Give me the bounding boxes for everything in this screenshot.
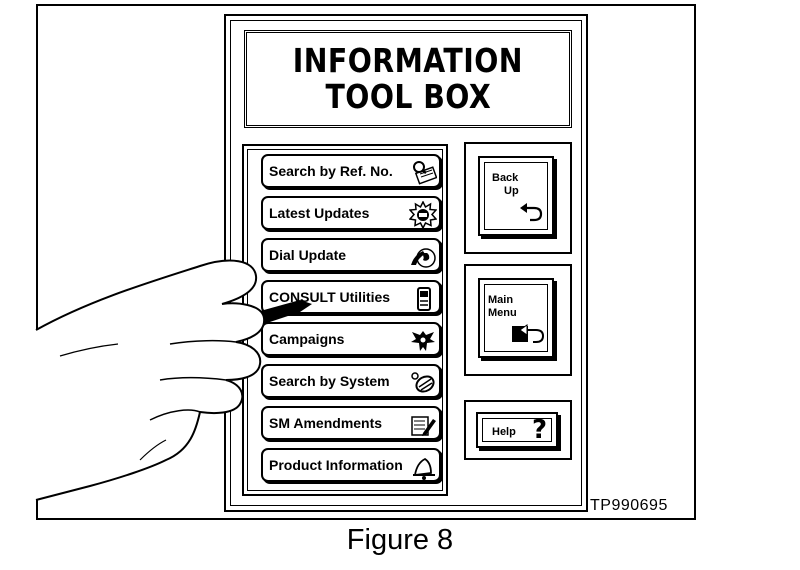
menu-item-search-by-ref-no[interactable]: Search by Ref. No. [261, 154, 441, 188]
menu-item-label: Product Information [269, 457, 403, 473]
help-label: Help [492, 426, 516, 438]
main-menu-label-line2: Menu [488, 307, 517, 319]
back-up-button[interactable]: Back Up [478, 156, 554, 236]
system-component-icon [411, 372, 435, 393]
menu-item-product-information[interactable]: Product Information [261, 448, 441, 482]
new-starburst-icon [409, 201, 437, 229]
main-menu-button[interactable]: Main Menu [478, 278, 554, 358]
title-line-1: INFORMATION [292, 41, 524, 80]
figure-caption: Figure 8 [346, 524, 454, 556]
main-menu-panel: Main Menu [464, 264, 572, 376]
reference-code: TP990695 [588, 497, 670, 515]
help-panel: Help ? [464, 400, 572, 460]
menu-item-label: CONSULT Utilities [269, 289, 391, 305]
consult-device-icon [417, 287, 431, 311]
menu-item-label: Dial Update [269, 247, 347, 263]
menu-item-label: Search by System [269, 373, 390, 389]
menu-item-label: SM Amendments [269, 415, 383, 431]
help-button[interactable]: Help ? [476, 412, 558, 448]
manual-pencil-icon [411, 416, 436, 436]
back-up-label-line1: Back [492, 172, 519, 184]
menu-item-label: Search by Ref. No. [269, 163, 393, 179]
menu-item-sm-amendments[interactable]: SM Amendments [261, 406, 441, 440]
menu-item-search-by-system[interactable]: Search by System [261, 364, 441, 398]
question-mark-icon: ? [532, 415, 548, 445]
title-line-2: TOOL BOX [325, 77, 491, 116]
undo-arrow-icon [520, 203, 543, 222]
globe-phone-icon [411, 248, 436, 268]
eagle-emblem-icon [411, 331, 435, 351]
title-panel: INFORMATION TOOL BOX [244, 30, 572, 128]
back-up-panel: Back Up [464, 142, 572, 254]
back-up-button-bezel [484, 162, 548, 230]
menu-item-label: Latest Updates [269, 205, 370, 221]
menu-item-campaigns[interactable]: Campaigns [261, 322, 441, 356]
menu-item-dial-update[interactable]: Dial Update [261, 238, 441, 272]
main-menu-label-line1: Main [488, 294, 514, 306]
menu-return-icon [512, 324, 545, 343]
help-button-bezel [482, 418, 552, 442]
main-menu-button-bezel [484, 284, 548, 352]
bell-product-icon [413, 457, 435, 480]
back-up-label-line2: Up [504, 185, 519, 197]
menu-panel: Search by Ref. No. Latest Updates Dial U… [242, 144, 448, 496]
menu-item-consult-utilities[interactable]: CONSULT Utilities [261, 280, 441, 314]
magnifier-doc-icon [413, 161, 437, 185]
kiosk-screen: INFORMATION TOOL BOX Search by Ref. No. … [224, 14, 588, 512]
menu-item-latest-updates[interactable]: Latest Updates [261, 196, 441, 230]
menu-item-label: Campaigns [269, 331, 345, 347]
